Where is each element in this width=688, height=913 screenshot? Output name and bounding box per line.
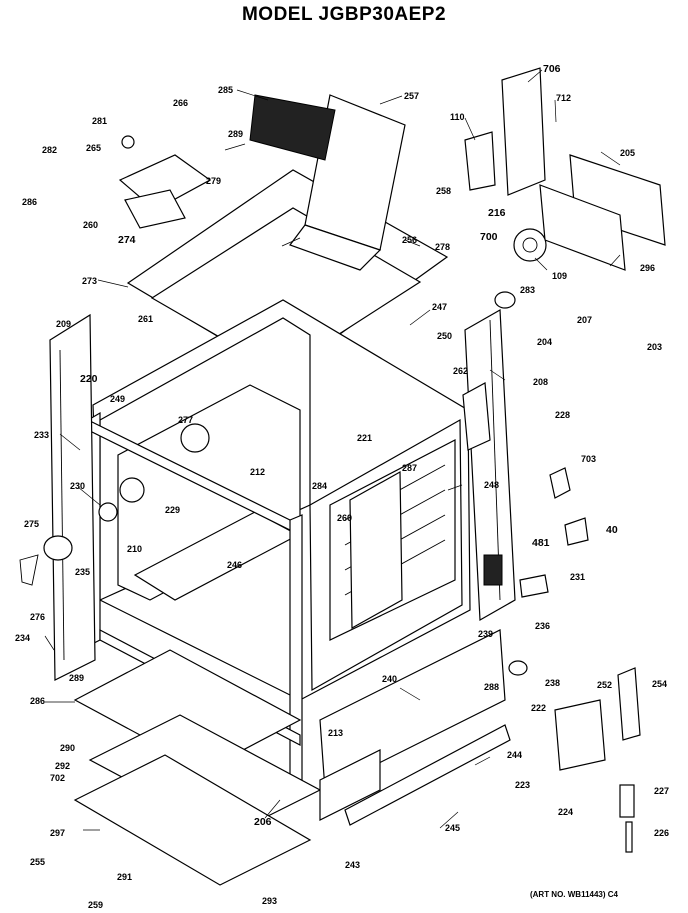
- label-285: 285: [218, 85, 233, 95]
- label-240: 240: [382, 674, 397, 684]
- label-230: 230: [70, 481, 85, 491]
- label-206: 206: [254, 816, 272, 828]
- label-706: 706: [543, 63, 561, 75]
- label-260: 260: [83, 220, 98, 230]
- label-209: 209: [56, 319, 71, 329]
- label-481: 481: [532, 537, 550, 549]
- label-205: 205: [620, 148, 635, 158]
- label-284: 284: [312, 481, 327, 491]
- right-side-panel: [464, 308, 516, 622]
- label-256: 256: [402, 235, 417, 245]
- left-side-panel: [49, 313, 96, 681]
- label-228: 228: [555, 410, 570, 420]
- label-274: 274: [118, 234, 136, 246]
- diagram-title: MODEL JGBP30AEP2: [241, 4, 447, 25]
- label-231: 231: [570, 572, 585, 582]
- control-knobs: [19, 423, 210, 586]
- label-222: 222: [531, 703, 546, 713]
- label-293: 293: [262, 896, 277, 906]
- label-265: 265: [86, 143, 101, 153]
- label-246: 246: [227, 560, 242, 570]
- label-40: 40: [606, 524, 618, 536]
- label-254: 254: [652, 679, 667, 689]
- label-236: 236: [535, 621, 550, 631]
- part-labels: 706 712 110 205 285 266 257 281 289 282 …: [15, 63, 669, 910]
- label-297: 297: [50, 828, 65, 838]
- label-216: 216: [488, 207, 506, 219]
- label-289b: 289: [69, 673, 84, 683]
- label-266: 266: [173, 98, 188, 108]
- label-276: 276: [30, 612, 45, 622]
- label-203: 203: [647, 342, 662, 352]
- label-278: 278: [435, 242, 450, 252]
- label-238: 238: [545, 678, 560, 688]
- label-257: 257: [404, 91, 419, 101]
- label-286: 286: [22, 197, 37, 207]
- label-220: 220: [80, 373, 98, 385]
- label-110: 110: [450, 112, 465, 122]
- label-226: 226: [654, 828, 669, 838]
- label-703: 703: [581, 454, 596, 464]
- label-296: 296: [640, 263, 655, 273]
- label-291: 291: [117, 872, 132, 882]
- label-282: 282: [42, 145, 57, 155]
- burner-assembly: [118, 135, 212, 229]
- label-702: 702: [50, 773, 65, 783]
- label-247: 247: [432, 302, 447, 312]
- label-289: 289: [228, 129, 243, 139]
- art-number: (ART NO. WB11443) C4: [529, 890, 618, 899]
- base-panel: [319, 629, 511, 826]
- label-248: 248: [484, 480, 499, 490]
- label-252: 252: [597, 680, 612, 690]
- label-288: 288: [484, 682, 499, 692]
- oven-body: [92, 299, 471, 701]
- label-245: 245: [445, 823, 460, 833]
- label-292: 292: [55, 761, 70, 771]
- label-210: 210: [127, 544, 142, 554]
- label-281: 281: [92, 116, 107, 126]
- label-239: 239: [478, 629, 493, 639]
- label-204: 204: [537, 337, 552, 347]
- label-212: 212: [250, 467, 265, 477]
- label-286b: 286: [30, 696, 45, 706]
- label-258: 258: [436, 186, 451, 196]
- label-261: 261: [138, 314, 153, 324]
- rear-parts: [464, 67, 666, 271]
- label-249: 249: [110, 394, 125, 404]
- label-207: 207: [577, 315, 592, 325]
- label-229: 229: [165, 505, 180, 515]
- label-275: 275: [24, 519, 39, 529]
- label-277: 277: [178, 415, 193, 425]
- label-223: 223: [515, 780, 530, 790]
- label-234: 234: [15, 633, 30, 643]
- label-213: 213: [328, 728, 343, 738]
- label-250: 250: [437, 331, 452, 341]
- backsplash: [249, 94, 406, 271]
- label-235: 235: [75, 567, 90, 577]
- label-260b: 260: [337, 513, 352, 523]
- label-279: 279: [206, 176, 221, 186]
- label-208: 208: [533, 377, 548, 387]
- label-273: 273: [82, 276, 97, 286]
- label-244: 244: [507, 750, 522, 760]
- label-290: 290: [60, 743, 75, 753]
- label-109: 109: [552, 271, 567, 281]
- label-259: 259: [88, 900, 103, 910]
- label-283: 283: [520, 285, 535, 295]
- label-700: 700: [480, 231, 498, 243]
- label-233: 233: [34, 430, 49, 440]
- label-255: 255: [30, 857, 45, 867]
- label-221: 221: [357, 433, 372, 443]
- label-287: 287: [402, 463, 417, 473]
- label-712: 712: [556, 93, 571, 103]
- small-hardware: [462, 291, 641, 853]
- leader-lines: [44, 69, 621, 831]
- label-227: 227: [654, 786, 669, 796]
- label-224: 224: [558, 807, 573, 817]
- label-262: 262: [453, 366, 468, 376]
- label-243: 243: [345, 860, 360, 870]
